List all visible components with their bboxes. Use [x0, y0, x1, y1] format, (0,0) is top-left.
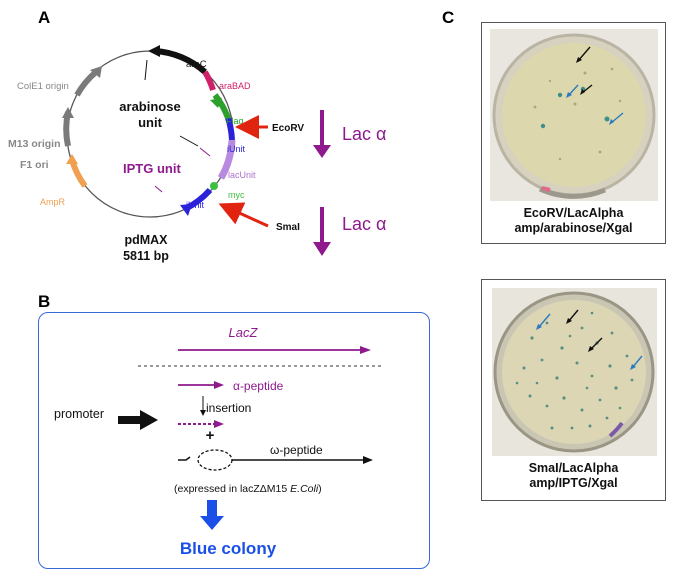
plate-top-pointer-arrows	[566, 46, 624, 125]
myc-marker	[210, 182, 218, 190]
label-arabinose-unit-1: arabinose	[119, 99, 180, 114]
lac-alpha-top-arrowhead	[313, 145, 331, 158]
tick-arac	[144, 59, 148, 81]
plus-sign: +	[206, 427, 215, 444]
insertion-pointer-head	[200, 410, 206, 416]
plate-bottom-colonies	[515, 311, 634, 430]
plasmid-size: 5811 bp	[123, 249, 169, 263]
label-smai: SmaI	[276, 222, 300, 233]
lacunit-segment	[217, 139, 236, 180]
omega-arrowhead	[363, 456, 373, 464]
panel-c-label: C	[442, 8, 455, 27]
plate-top-colonies	[533, 67, 622, 161]
omega-left-stub	[178, 456, 191, 461]
plate-top-pink-mark	[541, 186, 551, 192]
cole1-segment	[74, 69, 99, 97]
plate-image-top	[490, 29, 658, 201]
iunit-bottom-arrowhead	[180, 204, 192, 216]
expressed-note: (expressed in lacZΔM15 E.Coli)	[174, 483, 322, 495]
plate-bottom-caption-1: SmaI/LacAlpha	[528, 461, 619, 475]
plate-bottom-caption-2: amp/IPTG/Xgal	[529, 476, 618, 490]
flag-arrowhead	[210, 98, 222, 108]
label-myc: myc	[228, 190, 245, 200]
alpha-peptide-label: α-peptide	[233, 379, 284, 393]
label-arac: araC	[186, 59, 207, 70]
promoter-label: promoter	[54, 407, 104, 421]
tick-iptg	[199, 147, 211, 157]
arac-arrowhead	[148, 45, 160, 57]
lacz-label: LacZ	[229, 325, 259, 340]
lac-alpha-bottom-arrowhead	[313, 242, 331, 256]
promoter-arrow-shaft	[118, 416, 142, 424]
tick-iptg-2	[154, 185, 163, 193]
ampr-arrowhead	[66, 154, 78, 164]
insertion-dotted-arrowhead	[214, 420, 224, 428]
label-f1: F1 ori	[20, 159, 49, 171]
label-m13: M13 origin	[8, 138, 61, 150]
label-cole1: ColE1 origin	[17, 81, 69, 92]
arabad-segment	[202, 70, 216, 91]
label-iunit-bottom: iUnit	[186, 200, 205, 210]
label-iptg-unit: IPTG unit	[123, 161, 181, 176]
plasmid-map: araC araBAD Flag iUnit lacUnit myc iUnit…	[8, 45, 386, 263]
flag-segment	[212, 93, 231, 120]
plate-top-caption-2: amp/arabinose/Xgal	[514, 221, 633, 235]
insertion-label: insertion	[206, 401, 251, 415]
plate-bottom-agar	[502, 300, 646, 444]
blue-arrowhead	[200, 516, 224, 530]
plate-image-bottom	[492, 288, 657, 456]
lac-alpha-bottom: Lac α	[342, 214, 386, 234]
plate-top-agar	[502, 43, 646, 187]
label-flag: Flag	[226, 116, 244, 126]
plate-bottom-purple-mark	[608, 421, 624, 438]
promoter-arrowhead	[140, 410, 158, 430]
panel-a-label: A	[38, 8, 51, 27]
omega-peptide-label: ω-peptide	[270, 443, 323, 457]
m13-arrowhead	[62, 107, 74, 118]
label-iunit-top: iUnit	[227, 144, 246, 154]
cole1-arrowhead	[90, 66, 102, 78]
alpha-arrowhead	[214, 381, 224, 389]
label-ecorv: EcoRV	[272, 123, 304, 134]
label-arabinose-unit-2: unit	[138, 115, 162, 130]
plate-card-top: EcoRV/LacAlpha amp/arabinose/Xgal	[481, 22, 666, 244]
panel-b-label: B	[38, 292, 51, 311]
plate-bottom-pointer-arrows	[536, 309, 643, 370]
blue-arrow-shaft	[207, 500, 217, 518]
label-ampr: AmpR	[40, 197, 66, 207]
plate-top-caption-1: EcoRV/LacAlpha	[523, 206, 624, 220]
smai-arrow	[218, 202, 269, 228]
label-arabad: araBAD	[219, 81, 251, 91]
plasmid-name: pdMAX	[124, 233, 168, 247]
omega-gap	[197, 449, 233, 471]
panel-b-box	[38, 312, 430, 569]
blue-colony-label: Blue colony	[180, 539, 277, 558]
label-lacunit: lacUnit	[228, 170, 256, 180]
lacz-arrowhead	[360, 346, 371, 354]
tick-ecorv	[179, 135, 199, 147]
lac-complementation-diagram: LacZ α-peptide promoter insertion + ω-pe…	[54, 325, 383, 558]
lac-alpha-top: Lac α	[342, 124, 386, 144]
plate-top-label-tape	[538, 186, 606, 199]
plate-card-bottom: SmaI/LacAlpha amp/IPTG/Xgal	[481, 279, 666, 501]
iunit-top-segment	[225, 117, 235, 141]
